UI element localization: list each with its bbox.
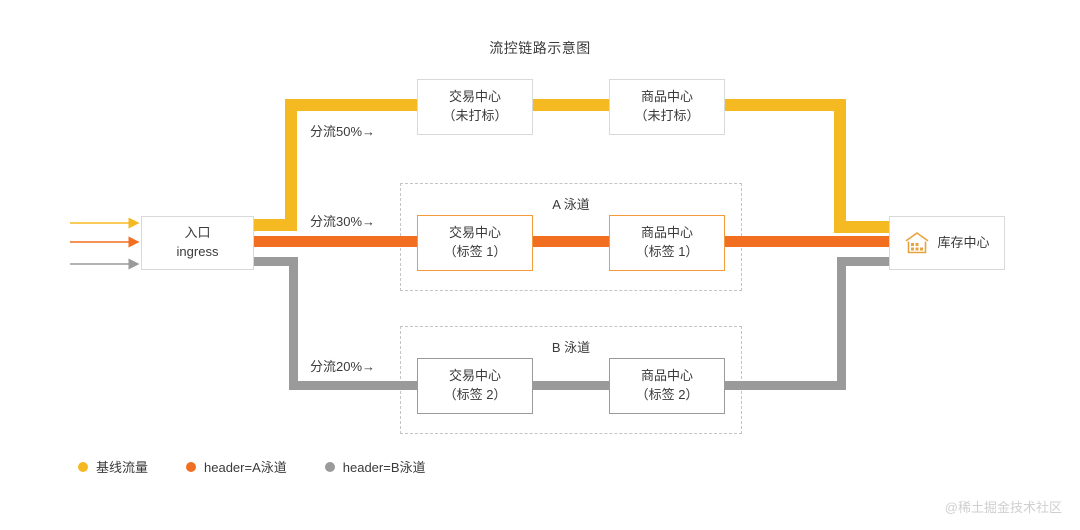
node-lane-b-product-line2: （标签 2） — [635, 387, 699, 402]
node-lane-a-trade-line2: （标签 1） — [443, 244, 507, 259]
node-lane-a-product[interactable]: 商品中心 （标签 1） — [609, 215, 725, 271]
page-title: 流控链路示意图 — [489, 40, 591, 56]
flow-baseline-top-left — [285, 99, 420, 111]
legend-item-lane-b[interactable]: header=B泳道 — [324, 457, 426, 476]
node-lane-b-trade-line2: （标签 2） — [443, 387, 507, 402]
flow-baseline-mid — [530, 99, 612, 111]
node-inventory-center-label: 库存中心 — [937, 234, 990, 250]
swimlane-b-container — [400, 326, 742, 434]
legend-dot-baseline — [78, 461, 88, 472]
legend-label-lane-a: header=A泳道 — [204, 460, 287, 475]
node-baseline-trade-line2: （未打标） — [442, 108, 508, 123]
split-label-lane-a: 分流30%→ — [310, 214, 376, 229]
node-lane-b-trade-line1: 交易中心 — [448, 368, 501, 384]
node-lane-a-product-line2: （标签 1） — [635, 244, 699, 259]
node-lane-a-trade-line1: 交易中心 — [448, 225, 501, 241]
node-baseline-trade-line1: 交易中心 — [448, 89, 501, 105]
legend-item-baseline[interactable]: 基线流量 — [78, 457, 148, 476]
flow-baseline-descender — [834, 99, 846, 233]
swimlane-a-label: A 泳道 — [552, 197, 590, 212]
node-baseline-product[interactable]: 商品中心 （未打标） — [609, 79, 725, 135]
node-lane-a-product-line1: 商品中心 — [640, 225, 693, 241]
flow-lane-b-stub-out — [252, 257, 298, 266]
split-label-lane-b: 分流20%→ — [310, 359, 376, 374]
legend-label-lane-b: header=B泳道 — [342, 460, 426, 475]
node-lane-b-trade[interactable]: 交易中心 （标签 2） — [417, 358, 533, 414]
node-ingress-line1: 入口 — [184, 225, 211, 241]
legend-label-baseline: 基线流量 — [96, 460, 149, 475]
flow-lane-b-riser — [837, 257, 846, 390]
flow-baseline-top-right — [724, 99, 846, 111]
node-baseline-product-line2: （未打标） — [634, 108, 700, 123]
flow-lane-b-into-sink — [837, 257, 894, 266]
node-lane-b-product-line1: 商品中心 — [640, 368, 693, 384]
swimlane-b-label: B 泳道 — [551, 340, 591, 355]
flow-lane-a-mid — [530, 236, 612, 247]
flow-baseline-into-sink — [834, 221, 894, 233]
node-baseline-product-line1: 商品中心 — [640, 89, 693, 105]
legend-item-lane-a[interactable]: header=A泳道 — [186, 457, 287, 476]
split-label-baseline: 分流50%→ — [310, 124, 376, 139]
node-ingress-line2: ingress — [176, 244, 219, 259]
flow-lane-a-out — [252, 236, 420, 247]
flow-lane-a-into-sink — [724, 236, 894, 247]
legend-dot-lane-b — [324, 461, 335, 472]
warehouse-icon — [906, 232, 929, 254]
flow-baseline-riser — [285, 99, 297, 231]
flow-lane-b-bottom-left — [289, 381, 420, 390]
node-lane-a-trade[interactable]: 交易中心 （标签 1） — [417, 215, 533, 271]
node-ingress[interactable]: 入口 ingress — [141, 216, 254, 270]
legend-dot-lane-a — [186, 461, 197, 472]
inbound-arrows — [70, 218, 140, 270]
watermark: @稀土掘金技术社区 — [944, 500, 1062, 515]
flow-lane-b-bottom-right — [724, 381, 846, 390]
flow-lane-b-mid — [530, 381, 612, 390]
node-lane-b-product[interactable]: 商品中心 （标签 2） — [609, 358, 725, 414]
node-baseline-trade[interactable]: 交易中心 （未打标） — [417, 79, 533, 135]
flow-lane-b-descender — [289, 257, 298, 385]
node-inventory-center[interactable]: 库存中心 — [889, 216, 1005, 270]
legend: 基线流量 header=A泳道 header=B泳道 — [78, 457, 426, 476]
